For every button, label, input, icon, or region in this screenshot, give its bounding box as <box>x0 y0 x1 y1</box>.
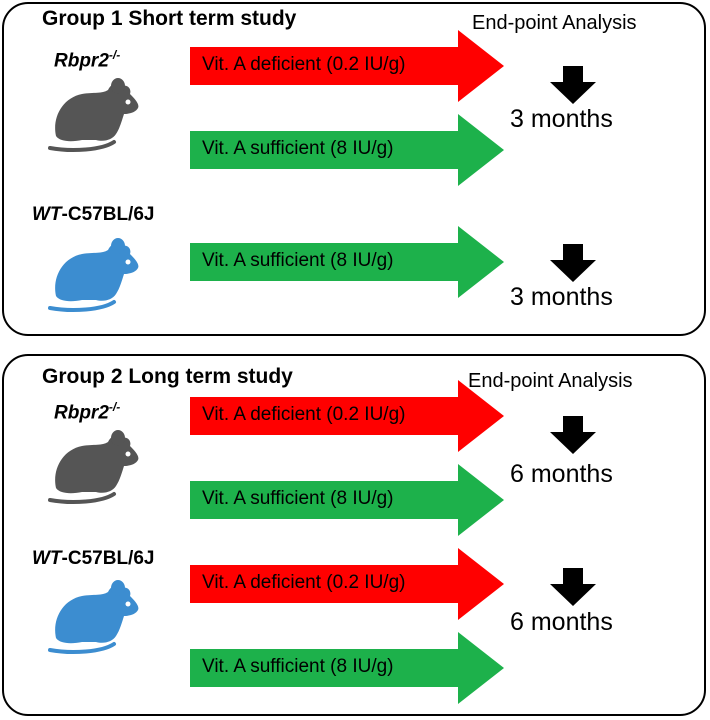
diet-arrow-deficient: Vit. A deficient (0.2 IU/g) <box>190 380 506 452</box>
diet-label: Vit. A deficient (0.2 IU/g) <box>202 404 406 425</box>
mouse-icon <box>42 428 142 506</box>
arrow-shape <box>190 30 504 102</box>
diet-label: Vit. A sufficient (8 IU/g) <box>202 138 394 159</box>
arrow-shape <box>190 226 504 298</box>
diet-label: Vit. A sufficient (8 IU/g) <box>202 656 394 677</box>
wt-label: WT-C57BL/6J <box>32 204 154 226</box>
diet-arrow-sufficient: Vit. A sufficient (8 IU/g) <box>190 226 506 298</box>
diet-arrow-sufficient: Vit. A sufficient (8 IU/g) <box>190 464 506 536</box>
diet-label: Vit. A sufficient (8 IU/g) <box>202 250 394 271</box>
rbpr2-genotype: -/- <box>108 400 121 414</box>
rbpr2-name: Rbpr2 <box>54 402 109 424</box>
down-arrow-icon <box>550 66 596 104</box>
group2-title: Group 2 Long term study <box>42 365 293 388</box>
wt-prefix: WT <box>32 548 62 569</box>
diet-label: Vit. A deficient (0.2 IU/g) <box>202 54 406 75</box>
rbpr2-label: Rbpr2-/- <box>54 400 120 424</box>
diet-arrow-sufficient: Vit. A sufficient (8 IU/g) <box>190 632 506 704</box>
rbpr2-name: Rbpr2 <box>54 50 109 72</box>
mouse-icon <box>42 578 142 656</box>
group1-panel: Group 1 Short term study End-point Analy… <box>2 2 706 336</box>
arrow-shape <box>190 464 504 536</box>
group1-duration-b: 3 months <box>510 283 613 311</box>
down-arrow-icon <box>550 416 596 454</box>
diet-label: Vit. A sufficient (8 IU/g) <box>202 488 394 509</box>
diet-arrow-sufficient: Vit. A sufficient (8 IU/g) <box>190 114 506 186</box>
wt-label: WT-C57BL/6J <box>32 548 154 570</box>
arrow-shape <box>190 548 504 620</box>
diet-arrow-deficient: Vit. A deficient (0.2 IU/g) <box>190 548 506 620</box>
arrow-shape <box>190 632 504 704</box>
down-arrow-icon <box>550 244 596 282</box>
group2-endpoint-label: End-point Analysis <box>468 370 633 392</box>
group1-endpoint-label: End-point Analysis <box>472 12 637 34</box>
diet-label: Vit. A deficient (0.2 IU/g) <box>202 572 406 593</box>
wt-prefix: WT <box>32 204 62 225</box>
rbpr2-genotype: -/- <box>108 48 121 62</box>
group1-title: Group 1 Short term study <box>42 7 297 30</box>
group2-duration-b: 6 months <box>510 608 613 636</box>
rbpr2-label: Rbpr2-/- <box>54 48 120 72</box>
mouse-icon <box>42 236 142 314</box>
arrow-shape <box>190 114 504 186</box>
arrow-shape <box>190 380 504 452</box>
wt-strain: -C57BL/6J <box>61 548 155 569</box>
wt-strain: -C57BL/6J <box>61 204 155 225</box>
mouse-icon <box>42 76 142 154</box>
group1-duration-a: 3 months <box>510 105 613 133</box>
down-arrow-icon <box>550 568 596 606</box>
diet-arrow-deficient: Vit. A deficient (0.2 IU/g) <box>190 30 506 102</box>
group2-panel: Group 2 Long term study End-point Analys… <box>2 354 706 716</box>
group2-duration-a: 6 months <box>510 460 613 488</box>
